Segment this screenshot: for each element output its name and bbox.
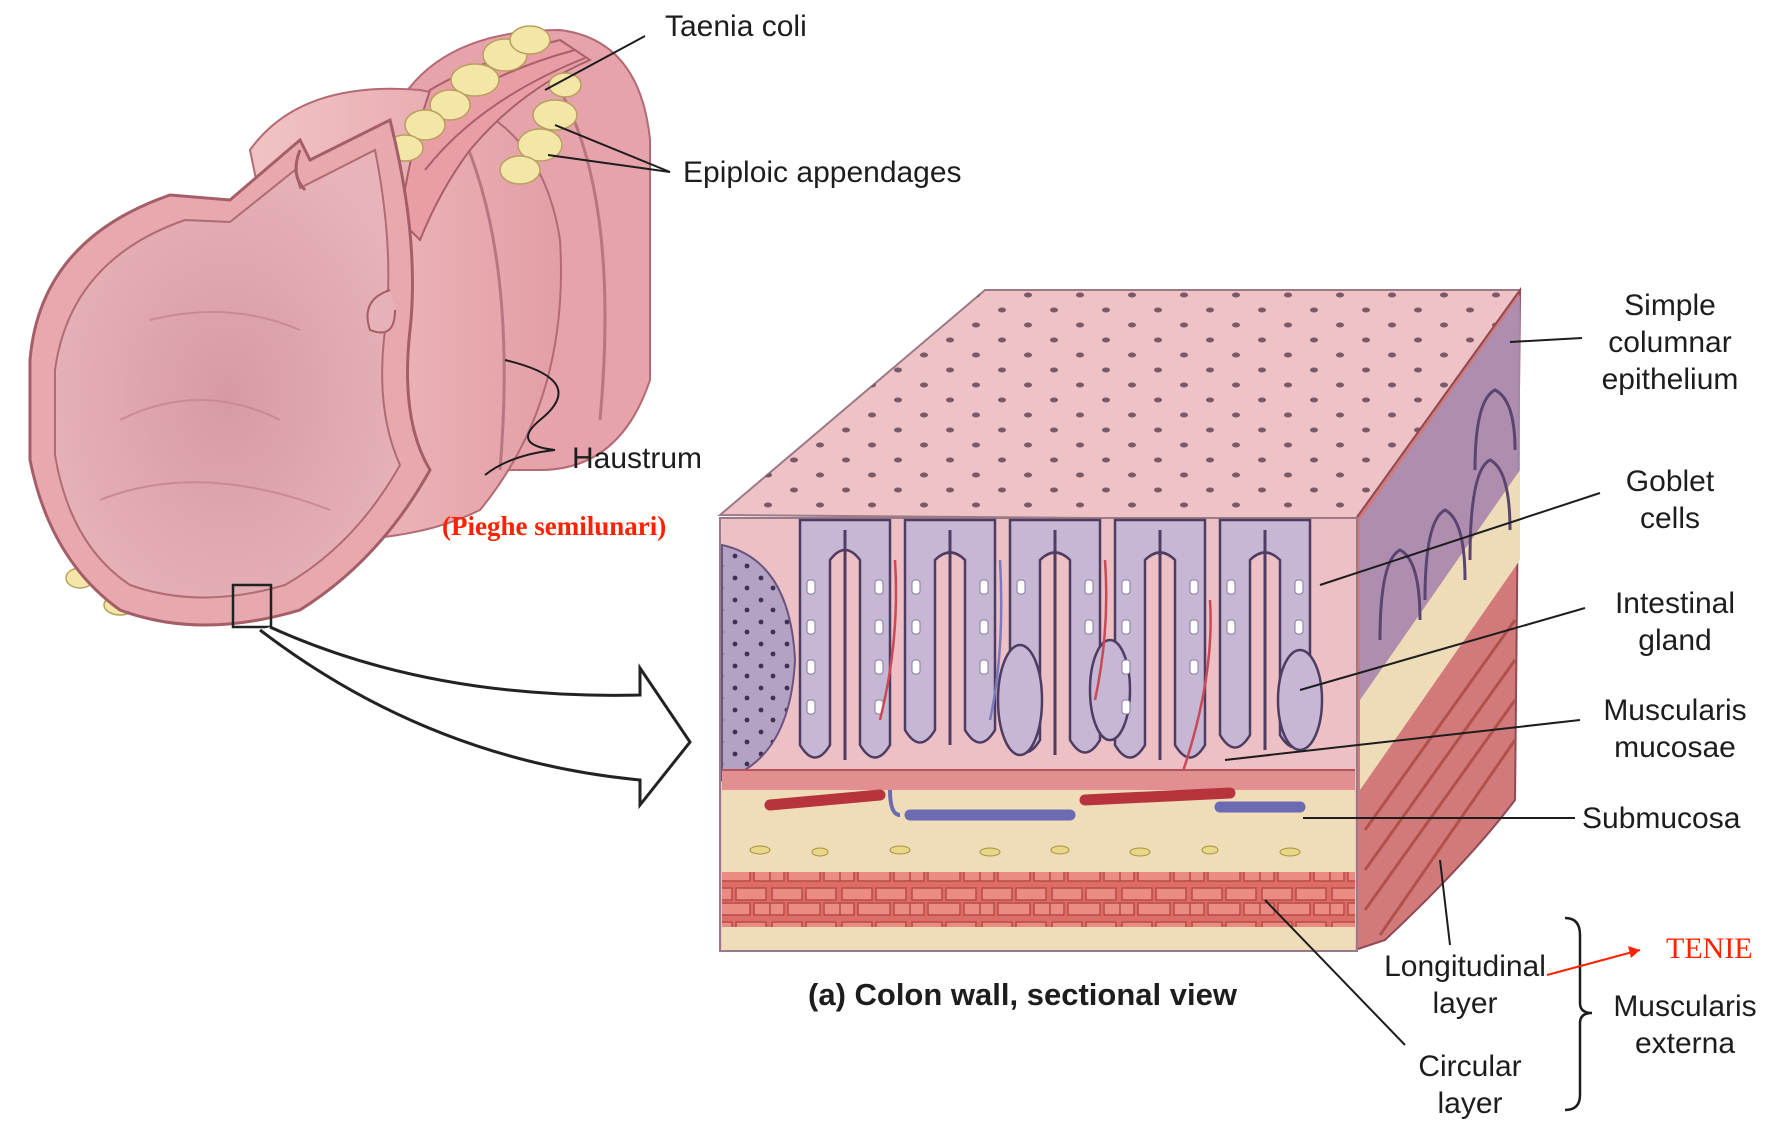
colon-wall-section — [720, 290, 1520, 951]
tenie-arrowhead — [1628, 946, 1640, 958]
label-longitudinal-line1: Longitudinal — [1370, 948, 1560, 985]
label-pieghe-semilunari: (Pieghe semilunari) — [442, 508, 666, 545]
label-circular-line2: layer — [1405, 1085, 1535, 1122]
label-goblet-line2: cells — [1610, 500, 1730, 537]
label-intestinal-gland: Intestinal gland — [1600, 585, 1750, 659]
label-haustrum: Haustrum — [572, 440, 702, 477]
label-muscularis-externa: Muscularis externa — [1600, 988, 1770, 1062]
figure-caption: (a) Colon wall, sectional view — [808, 976, 1237, 1013]
label-intestinal-line1: Intestinal — [1600, 585, 1750, 622]
label-goblet-cells: Goblet cells — [1610, 463, 1730, 537]
label-epiploic-appendages: Epiploic appendages — [683, 154, 962, 191]
label-tenie: TENIE — [1666, 930, 1753, 967]
label-submucosa: Submucosa — [1582, 800, 1740, 837]
muscularis-externa-brace — [1565, 918, 1592, 1110]
label-mucosae-line1: Muscularis — [1590, 692, 1760, 729]
label-simple-columnar-line1: Simple — [1590, 287, 1750, 324]
label-circular-layer: Circular layer — [1405, 1048, 1535, 1122]
label-circular-line1: Circular — [1405, 1048, 1535, 1085]
label-externa-line1: Muscularis — [1600, 988, 1770, 1025]
label-intestinal-line2: gland — [1600, 622, 1750, 659]
label-simple-columnar-epithelium: Simple columnar epithelium — [1590, 287, 1750, 398]
label-longitudinal-layer: Longitudinal layer — [1370, 948, 1560, 1022]
tenie-arrow — [1547, 950, 1640, 975]
magnify-arrow — [260, 627, 690, 805]
label-mucosae-line2: mucosae — [1590, 729, 1760, 766]
label-longitudinal-line2: layer — [1370, 985, 1560, 1022]
label-goblet-line1: Goblet — [1610, 463, 1730, 500]
label-muscularis-mucosae: Muscularis mucosae — [1590, 692, 1760, 766]
label-externa-line2: externa — [1600, 1025, 1770, 1062]
label-simple-columnar-line2: columnar — [1590, 324, 1750, 361]
label-simple-columnar-line3: epithelium — [1590, 361, 1750, 398]
label-taenia-coli: Taenia coli — [665, 8, 807, 45]
